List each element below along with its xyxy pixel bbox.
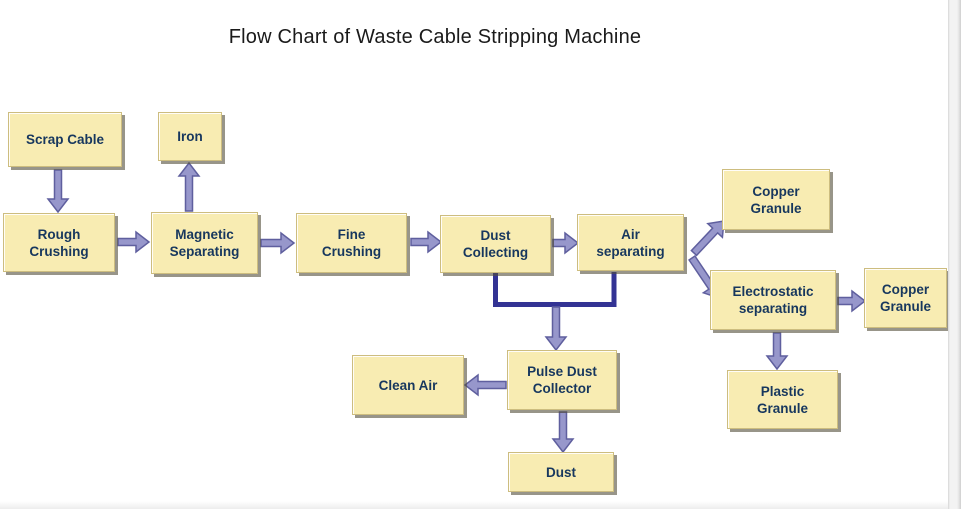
node-rough-crushing: Rough Crushing: [3, 213, 115, 272]
arrow-electrostatic-separating-to-copper-granule-electro: [837, 289, 867, 313]
arrow-fine-crushing-to-dust-collecting: [410, 230, 443, 254]
arrow-pulse-dust-collector-to-clean-air: [463, 373, 507, 397]
node-dust: Dust: [508, 452, 614, 492]
node-iron: Iron: [158, 112, 222, 161]
node-copper-granule-air: Copper Granule: [722, 169, 830, 230]
arrow-dust-collecting+air-separating-to-pulse-dust-collector: [544, 306, 568, 352]
node-dust-collecting: Dust Collecting: [440, 215, 551, 273]
node-scrap-cable: Scrap Cable: [8, 112, 122, 167]
arrow-dust-collecting-to-air-separating: [552, 231, 580, 255]
scrollbar-track[interactable]: [948, 0, 961, 509]
arrow-pulse-dust-collector-to-dust: [551, 411, 575, 454]
arrow-scrap-cable-to-rough-crushing: [46, 169, 70, 214]
connector-dust-collecting+air-separating-to-pulse-dust-collector: [493, 272, 617, 307]
node-copper-granule-electro: Copper Granule: [864, 268, 947, 328]
arrow-rough-crushing-to-magnetic-separating: [117, 230, 151, 254]
node-clean-air: Clean Air: [352, 355, 464, 415]
arrow-electrostatic-separating-to-plastic-granule: [765, 332, 789, 371]
node-magnetic-separating: Magnetic Separating: [151, 212, 258, 274]
node-air-separating: Air separating: [577, 214, 684, 271]
node-pulse-dust-collector: Pulse Dust Collector: [507, 350, 617, 410]
arrow-air-separating-to-copper-granule-air: [690, 220, 725, 257]
node-plastic-granule: Plastic Granule: [727, 370, 838, 429]
node-fine-crushing: Fine Crushing: [296, 213, 407, 273]
page-title: Flow Chart of Waste Cable Stripping Mach…: [228, 26, 642, 48]
bottom-edge-shadow: [0, 501, 948, 509]
node-electrostatic-separating: Electrostatic separating: [710, 270, 836, 330]
arrow-magnetic-separating-to-fine-crushing: [260, 231, 296, 255]
arrow-magnetic-separating-to-iron: [177, 161, 201, 212]
